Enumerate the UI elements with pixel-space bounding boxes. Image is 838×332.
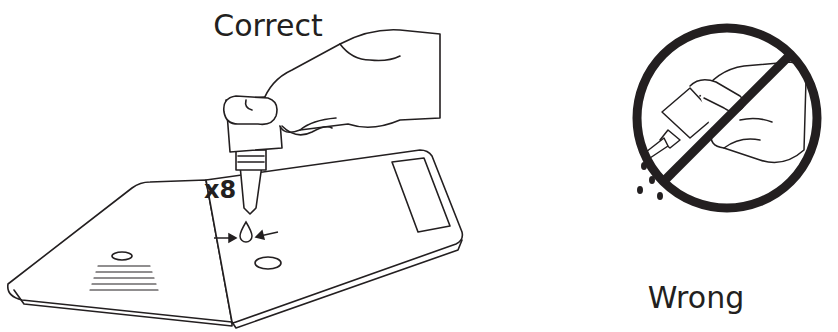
- drop-count: x8: [204, 176, 236, 204]
- panel-heading: Wrong: [648, 280, 744, 315]
- result-window: [392, 158, 450, 232]
- bottle-nozzle: [240, 165, 262, 214]
- finger-lines: [724, 118, 772, 148]
- thumb: [224, 96, 277, 124]
- test-card: [8, 150, 463, 328]
- drop: [657, 192, 663, 200]
- card-edge: [232, 240, 462, 328]
- bottle-cap-ring: [236, 150, 266, 170]
- hand: [224, 30, 440, 135]
- prohibition-circle: [637, 28, 817, 208]
- hand-outline: [262, 30, 440, 132]
- bottle-threads: [238, 156, 264, 162]
- wrong-icon: [633, 24, 821, 212]
- thumbnail: [246, 100, 252, 110]
- knuckle-lines: [340, 44, 400, 61]
- card-right-panel: [206, 150, 462, 323]
- prohibition-slash: [663, 54, 791, 182]
- icon-background: [633, 24, 821, 212]
- hand-outline: [700, 62, 806, 162]
- card-window: [112, 252, 132, 260]
- card-edge: [14, 290, 232, 326]
- drop: [240, 222, 252, 242]
- card-left-panel: [8, 180, 232, 322]
- card-text-lines: [90, 266, 158, 290]
- drop-marker: [214, 222, 278, 242]
- tilted-bottle-hand: [646, 62, 806, 162]
- sample-well: [255, 257, 281, 269]
- arrow-head: [256, 231, 264, 239]
- arrow-head: [229, 234, 236, 242]
- drop: [637, 186, 643, 194]
- panel-heading: Correct: [213, 8, 323, 43]
- finger-lines: [282, 118, 336, 135]
